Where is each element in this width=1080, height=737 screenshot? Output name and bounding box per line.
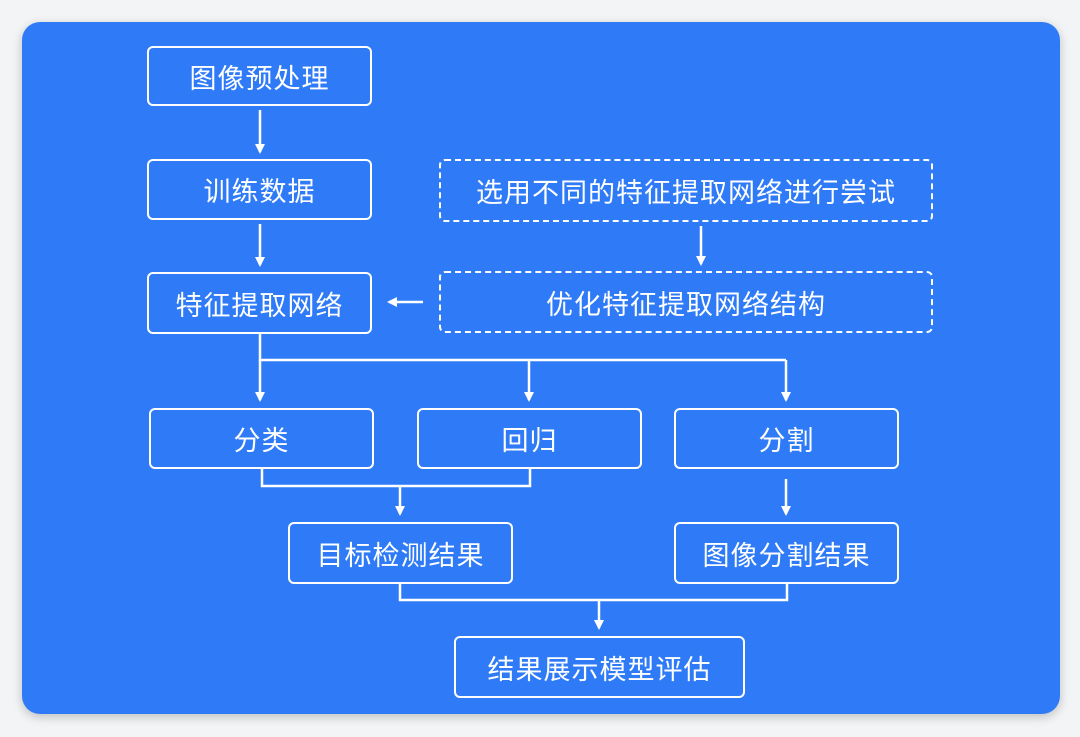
node-regression: 回归 <box>417 408 642 469</box>
node-feature-extraction-network: 特征提取网络 <box>147 272 372 334</box>
node-result-display-evaluation: 结果展示模型评估 <box>454 636 745 698</box>
node-image-preprocessing: 图像预处理 <box>147 46 372 106</box>
node-object-detection-result: 目标检测结果 <box>288 522 513 584</box>
node-image-segmentation-result: 图像分割结果 <box>674 522 899 584</box>
node-optimize-network-structure: 优化特征提取网络结构 <box>439 271 933 333</box>
node-classification: 分类 <box>149 408 374 469</box>
node-try-different-networks: 选用不同的特征提取网络进行尝试 <box>439 159 933 222</box>
node-segmentation: 分割 <box>674 408 899 469</box>
node-training-data: 训练数据 <box>147 159 372 220</box>
diagram-panel <box>22 22 1060 714</box>
